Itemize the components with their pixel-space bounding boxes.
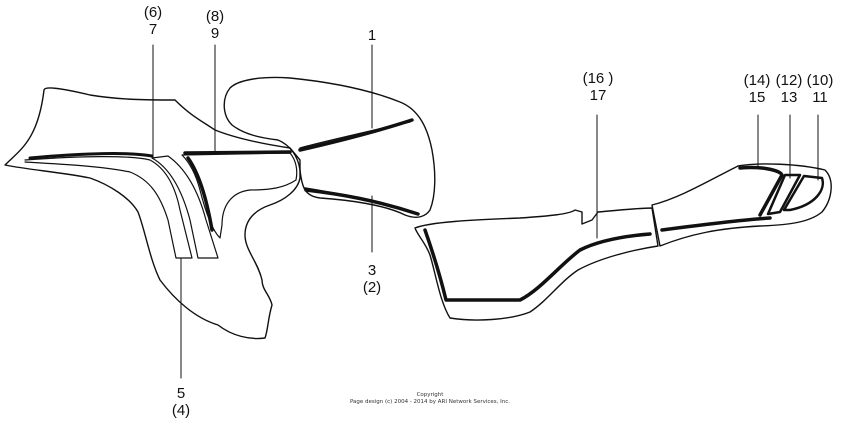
left-cover-stripe-9-thick [183,150,292,232]
callout-12-13-line1: (12) [775,72,803,89]
left-cover-stripe-9 [181,152,298,239]
callout-1: 1 [360,27,384,44]
callout-6-7-line1: (6) [143,4,163,21]
copyright-line1: Copyright [416,392,444,398]
fuel-tank [223,76,436,218]
callout-5-4: 5 (4) [166,385,196,419]
fuel-tank-stripe-1 [298,118,414,152]
callout-14-15-line2: 15 [748,89,766,106]
callout-6-7-line2: 7 [148,21,158,38]
callout-14-15-line1: (14) [743,72,771,89]
callout-6-7: (6) 7 [138,4,168,38]
callout-3-2-line2: (2) [362,279,382,296]
left-cover-stripe-7 [24,156,193,259]
callout-14-15: (14) 15 [740,72,774,106]
callout-12-13: (12) 13 [772,72,806,106]
left-cover-stripe-7-thick [28,152,154,160]
copyright-line2: Page design (c) 2004 - 2014 by ARI Netwo… [349,399,511,405]
callout-5-4-line2: (4) [171,402,191,419]
callout-12-13-line2: 13 [780,89,798,106]
callout-5-4-line1: 5 [176,385,186,402]
callout-16-17: (16 ) 17 [577,70,619,104]
copyright-notice: Copyright Page design (c) 2004 - 2014 by… [300,392,560,406]
rear-cowl-stripe-13 [766,173,802,216]
rear-tail-cowl [651,163,832,247]
callout-16-17-line1: (16 ) [582,70,614,87]
lower-cowl [414,207,659,321]
callout-8-9: (8) 9 [200,8,230,42]
callout-10-11-line2: 11 [812,89,828,106]
fuel-tank-stripe-3 [304,188,420,216]
callout-1-line1: 1 [367,27,377,44]
rear-cowl-stripe-11 [782,174,825,212]
callout-3-2-line1: 3 [367,262,377,279]
left-cover-stripe-5-panel [151,155,219,259]
lower-cowl-stripe-17 [423,228,652,302]
callout-3-2: 3 (2) [357,262,387,296]
callout-10-11-line1: (10) [806,72,834,89]
callout-8-9-line1: (8) [205,8,225,25]
callout-10-11: (10) 11 [803,72,837,106]
left-side-cover [4,87,301,340]
rear-cowl-stripe-15 [660,165,784,232]
callout-16-17-line2: 17 [589,87,607,104]
callout-8-9-line2: 9 [210,25,220,42]
